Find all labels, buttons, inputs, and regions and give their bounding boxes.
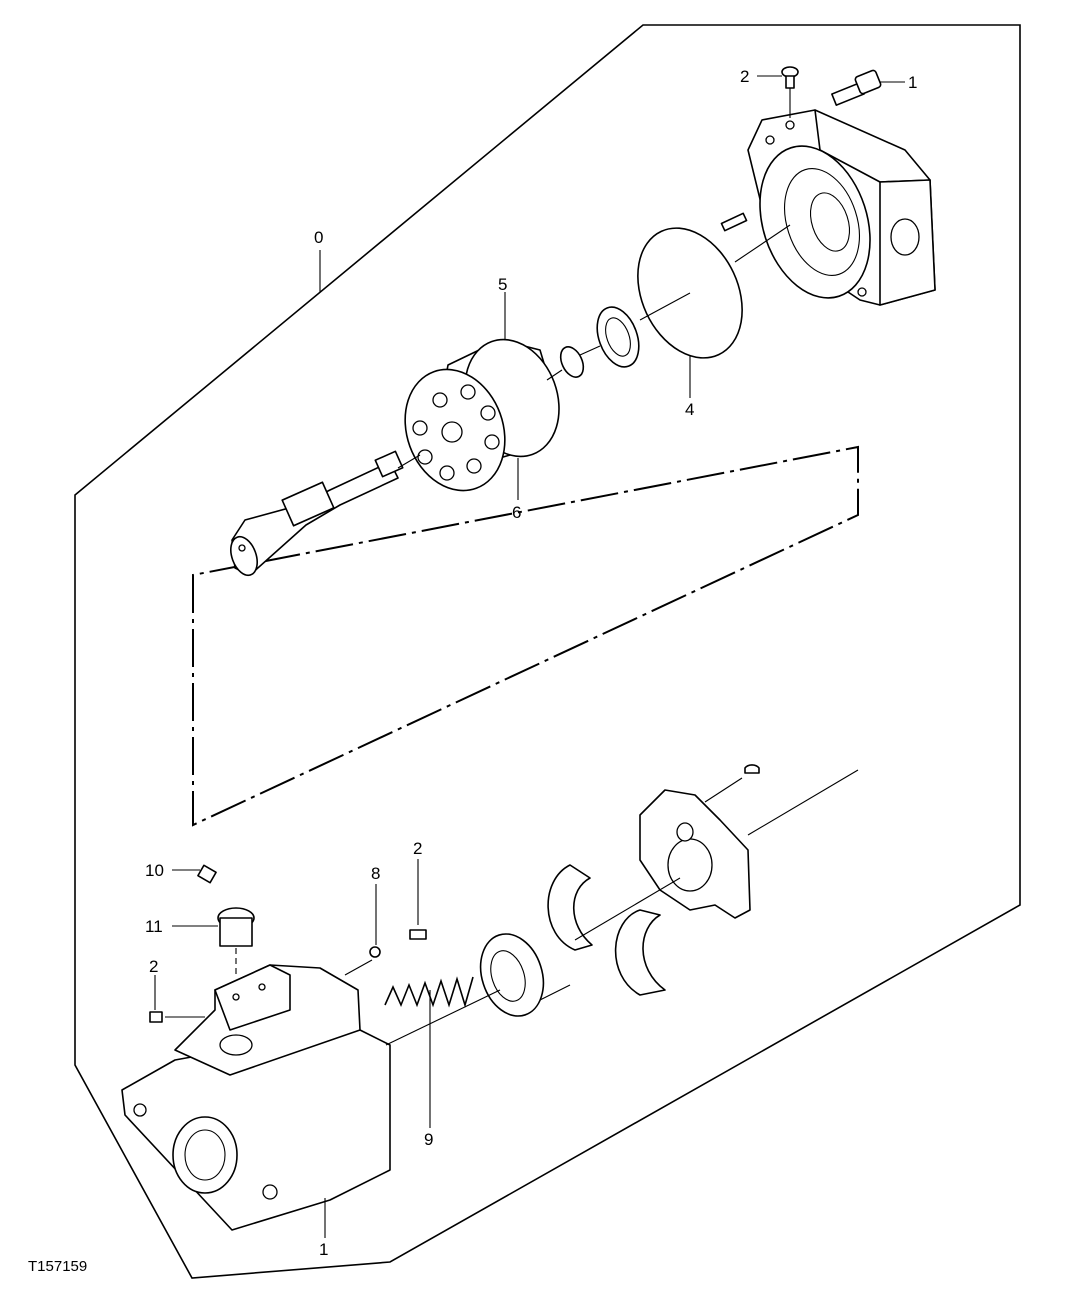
- callout-10: 10: [145, 861, 164, 880]
- drive-shaft-icon: [230, 450, 404, 577]
- side-screw-icon: [149, 1011, 163, 1023]
- leader-lines: [154, 75, 905, 1238]
- pin-icon: [744, 764, 760, 774]
- callout-6: 6: [512, 503, 521, 522]
- o-ring-icon: [637, 227, 743, 359]
- reference-frame-dashdot: [192, 445, 859, 827]
- retainer-ring-icon: [559, 346, 585, 378]
- callout-8: 8: [371, 864, 380, 883]
- assembly-group-outline: [74, 24, 1021, 1279]
- plug-screw-icon: [781, 66, 799, 89]
- figure-id: T157159: [28, 1258, 87, 1275]
- cap-screw-icon: [831, 69, 882, 106]
- callout-2-top: 2: [740, 67, 749, 86]
- callout-2-low: 2: [149, 957, 158, 976]
- callout-2-mid: 2: [413, 839, 422, 858]
- callout-1-bottom: 1: [319, 1240, 328, 1259]
- callout-11: 11: [145, 917, 163, 936]
- callout-9: 9: [424, 1130, 433, 1149]
- end-cover-icon: [720, 109, 936, 306]
- ball-bearing-icon: [479, 933, 545, 1017]
- callout-4: 4: [685, 400, 694, 419]
- callout-5: 5: [498, 275, 507, 294]
- fitting-icon: [197, 864, 217, 884]
- cradle-bearing-icon: [547, 864, 666, 996]
- seal-ring-icon: [369, 946, 381, 958]
- bearing-icon: [596, 306, 640, 368]
- pump-housing-icon: [121, 964, 391, 1231]
- callout-1-top: 1: [908, 73, 917, 92]
- set-screw-icon: [409, 929, 427, 940]
- cylinder-block-icon: [404, 338, 560, 492]
- swash-plate-icon: [639, 789, 751, 919]
- spring-icon: [384, 976, 474, 1008]
- plug-icon: [217, 907, 255, 947]
- callout-0: 0: [314, 228, 323, 247]
